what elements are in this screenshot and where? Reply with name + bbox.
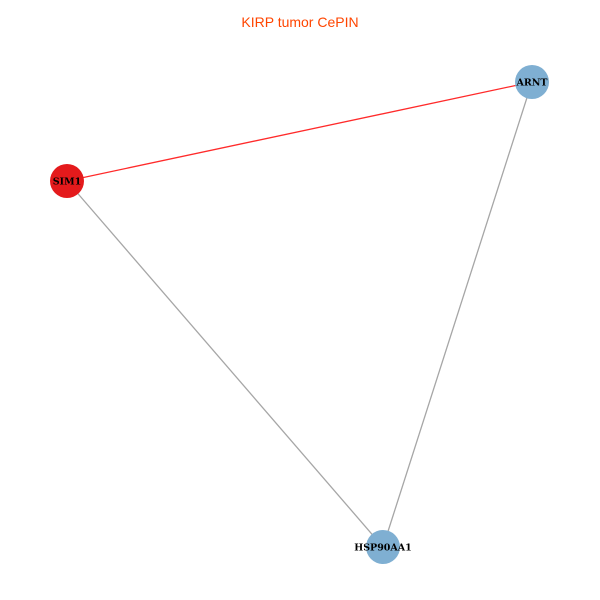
node-label: HSP90AA1 — [354, 543, 412, 554]
node-label: SIM1 — [53, 177, 81, 188]
node-arnt[interactable]: ARNT — [515, 65, 549, 99]
edge-sim1-hsp90aa1 — [66, 180, 384, 548]
diagram-title: KIRP tumor CePIN — [241, 14, 358, 30]
node-circle[interactable] — [366, 530, 400, 564]
node-circle[interactable] — [515, 65, 549, 99]
nodes: SIM1 ARNT HSP90AA1 — [50, 65, 549, 564]
node-sim1[interactable]: SIM1 — [50, 164, 84, 198]
edges — [66, 81, 533, 548]
node-circle[interactable] — [50, 164, 84, 198]
node-hsp90aa1[interactable]: HSP90AA1 — [354, 530, 412, 564]
node-label: ARNT — [515, 78, 547, 89]
edge-sim1-arnt — [66, 81, 533, 182]
edge-arnt-hsp90aa1 — [382, 81, 533, 548]
